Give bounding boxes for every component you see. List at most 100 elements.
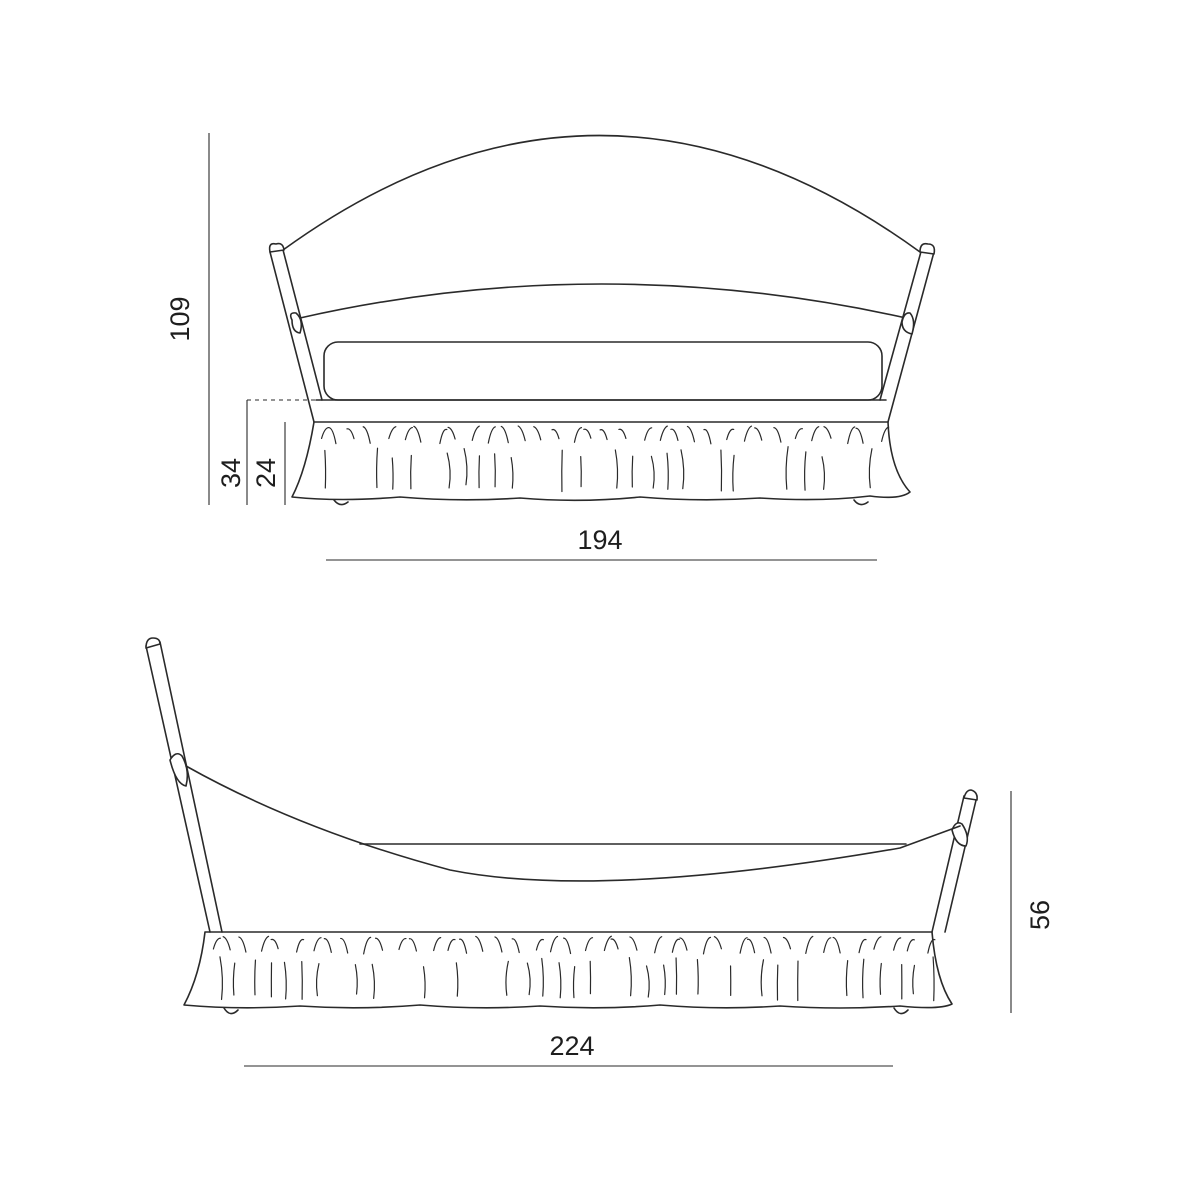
ruffle-fold <box>324 449 327 489</box>
ruffle-fold <box>760 959 765 997</box>
ruffle-stroke <box>447 426 456 440</box>
ruffle-stroke <box>858 938 867 954</box>
ruffle-stroke <box>739 937 748 954</box>
ruffle-fold <box>254 959 257 996</box>
side-back-post-cap <box>145 637 161 649</box>
side-right-foot <box>893 1007 909 1015</box>
ruffle-stroke <box>654 936 663 954</box>
ruffle-fold <box>354 964 358 995</box>
ruffle-stroke <box>551 428 560 440</box>
ruffle-stroke <box>686 425 696 443</box>
ruffle-fold <box>645 965 650 998</box>
front-canopy-outer <box>282 134 921 253</box>
ruffle-stroke <box>702 936 712 955</box>
front-right-foot <box>853 499 869 506</box>
ruffle-stroke <box>549 935 559 953</box>
ruffle-fold <box>861 958 865 999</box>
ruffle-fold <box>541 957 544 997</box>
front-canopy-inner <box>299 283 907 319</box>
ruffle-stroke <box>471 425 480 441</box>
ruffle-fold <box>845 960 849 997</box>
ruffle-fold <box>663 964 666 996</box>
ruffle-stroke <box>238 936 247 953</box>
ruffle-stroke <box>374 937 384 951</box>
ruffle-stroke <box>603 935 612 952</box>
ruffle-stroke <box>296 938 305 953</box>
front-view: 109 34 24 194 <box>165 133 936 561</box>
ruffle-fold <box>505 960 509 996</box>
ruffle-stroke <box>433 937 442 952</box>
ruffle-stroke <box>346 428 355 440</box>
ruffle-fold <box>315 963 320 997</box>
ruffle-fold <box>283 961 287 1000</box>
ruffle-stroke <box>270 938 279 950</box>
front-right-post-cap <box>919 242 936 255</box>
ruffle-stroke <box>408 938 418 952</box>
ruffle-stroke <box>398 937 407 951</box>
ruffle-stroke <box>847 426 856 445</box>
side-view: 224 56 <box>145 637 1055 1067</box>
side-front-joint <box>951 822 969 847</box>
ruffle-stroke <box>340 937 349 954</box>
front-left-post-cap <box>268 242 285 253</box>
side-back-joint <box>169 752 189 787</box>
ruffle-stroke <box>782 936 792 950</box>
ruffle-fold <box>422 966 426 999</box>
ruffle-fold <box>526 962 531 996</box>
ruffle-fold <box>732 454 735 492</box>
ruffle-fold <box>879 962 882 995</box>
ruffle-stroke <box>881 426 890 442</box>
ruffle-stroke <box>323 938 332 953</box>
ruffle-stroke <box>743 425 753 442</box>
ruffle-fold <box>932 956 935 1002</box>
ruffle-stroke <box>773 427 782 443</box>
ruffle-stroke <box>500 425 509 444</box>
ruffle-fold <box>232 962 236 996</box>
ruffle-stroke <box>475 935 484 952</box>
ruffle-fold <box>301 961 303 1000</box>
side-canopy-curve <box>185 765 961 882</box>
ruffle-fold <box>631 455 634 488</box>
ruffle-stroke <box>487 426 496 444</box>
front-height-seat-label: 34 <box>216 458 246 488</box>
ruffle-stroke <box>363 936 372 955</box>
ruffle-stroke <box>763 936 772 954</box>
side-length-label: 224 <box>549 1031 594 1061</box>
ruffle-stroke <box>494 936 503 953</box>
ruffle-fold <box>580 455 582 488</box>
ruffle-fold <box>720 449 723 492</box>
ruffle-stroke <box>584 937 594 952</box>
ruffle-stroke <box>511 938 520 954</box>
ruffle-stroke <box>726 428 735 441</box>
front-height-skirt-label: 24 <box>251 458 281 488</box>
ruffle-fold <box>478 455 481 489</box>
ruffle-stroke <box>713 936 722 950</box>
ruffle-fold <box>680 449 685 490</box>
ruffle-stroke <box>823 426 832 439</box>
ruffle-stroke <box>805 935 814 954</box>
ruffle-stroke <box>927 938 936 954</box>
ruffle-stroke <box>212 937 221 950</box>
ruffle-fold <box>803 451 807 491</box>
ruffle-stroke <box>629 936 638 951</box>
ruffle-fold <box>785 446 789 490</box>
ruffle-stroke <box>517 425 526 442</box>
ruffle-stroke <box>893 937 902 951</box>
ruffle-stroke <box>260 935 270 952</box>
ruffle-stroke <box>906 939 915 952</box>
ruffle-fold <box>446 452 451 489</box>
ruffle-stroke <box>823 937 832 954</box>
side-height-label: 56 <box>1025 900 1055 930</box>
ruffle-stroke <box>670 428 679 441</box>
ruffle-fold <box>455 962 459 997</box>
ruffle-stroke <box>610 938 619 950</box>
ruffle-stroke <box>562 937 572 955</box>
side-skirt-ruffles <box>212 935 936 1002</box>
front-skirt-ruffles <box>320 425 890 493</box>
ruffle-fold <box>463 448 468 486</box>
ruffle-stroke <box>413 425 422 443</box>
ruffle-fold <box>650 455 655 489</box>
ruffle-fold <box>675 957 678 995</box>
